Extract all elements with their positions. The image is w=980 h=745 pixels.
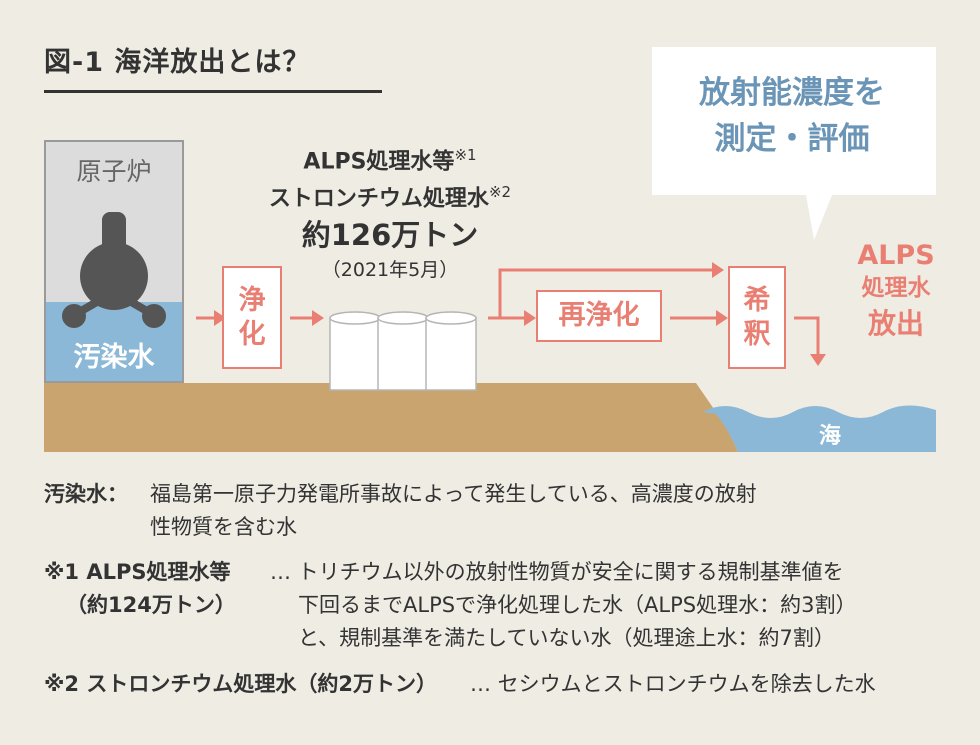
title-underline <box>44 90 382 93</box>
sea <box>703 405 936 452</box>
alps-line1: ALPS処理水等 <box>303 149 455 175</box>
contaminated-water-label: 汚染水 <box>73 342 155 373</box>
tank-1 <box>329 317 381 391</box>
tank-2 <box>377 317 429 391</box>
alps-storage-info: ALPS処理水等※1 ストロンチウム処理水※2 約126万トン （2021年5月… <box>200 140 580 285</box>
note-mark-2: ※2 <box>488 183 512 202</box>
bubble-text: 放射能濃度を 測定・評価 <box>652 70 932 162</box>
note-2-term-line1: ※1 ALPS処理水等 <box>44 560 231 584</box>
reactor-vessel-icon <box>62 212 166 328</box>
release-line2: 処理水 <box>861 275 931 301</box>
release-line3: 放出 <box>867 307 924 340</box>
alps-date: （2021年5月） <box>321 258 459 281</box>
note-2-line3: と、規制基準を満たしていない水（処理途上水：約7割） <box>298 626 835 650</box>
alps-amount: 約126万トン <box>301 217 479 252</box>
note-2-line2: 下回るまでALPSで浄化処理した水（ALPS処理水：約3割） <box>298 593 857 617</box>
figure-title: 図-1 海洋放出とは？ <box>44 47 311 78</box>
tank-3 <box>425 317 477 391</box>
alps-line2: ストロンチウム処理水 <box>268 186 489 212</box>
note-3-desc: … セシウムとストロンチウムを除去した水 <box>470 672 876 696</box>
purify-label: 浄化 <box>238 285 266 350</box>
release-label: ALPS 処理水 放出 <box>832 240 960 344</box>
release-line1: ALPS <box>857 240 935 271</box>
reactor-label: 原子炉 <box>76 157 152 186</box>
bubble-line1: 放射能濃度を <box>699 75 885 111</box>
dilute-label: 希釈 <box>743 285 771 350</box>
bubble-line2: 測定・評価 <box>714 121 870 157</box>
ground <box>44 383 738 452</box>
note-2-term-line2: （約124万トン） <box>66 593 236 617</box>
dilute-box: 希釈 <box>728 266 786 369</box>
note-1-line1: 福島第一原子力発電所事故によって発生している、高濃度の放射 <box>150 482 757 506</box>
tank-1-top <box>329 311 381 325</box>
sea-label: 海 <box>818 424 841 449</box>
arrow-heads <box>214 262 826 366</box>
purify-box: 浄化 <box>222 266 282 369</box>
note-mark-1: ※1 <box>454 146 477 164</box>
note-2-line1: … トリチウム以外の放射性物質が安全に関する規制基準値を <box>270 560 844 584</box>
arrow-bypass <box>488 268 712 320</box>
note-1-term: 汚染水： <box>44 482 128 506</box>
speech-bubble <box>652 47 936 240</box>
tank-2-top <box>377 311 429 325</box>
tank-3-top <box>425 311 477 325</box>
note-3-term: ※2 ストロンチウム処理水（約2万トン） <box>44 672 437 696</box>
repurify-box: 再浄化 <box>536 290 662 342</box>
note-1-line2: 性物質を含む水 <box>150 515 297 539</box>
reactor-building: 原子炉 汚染水 <box>44 140 184 383</box>
flow-arrows <box>196 268 820 356</box>
arrow-release <box>794 316 820 356</box>
storage-tanks <box>329 311 477 391</box>
